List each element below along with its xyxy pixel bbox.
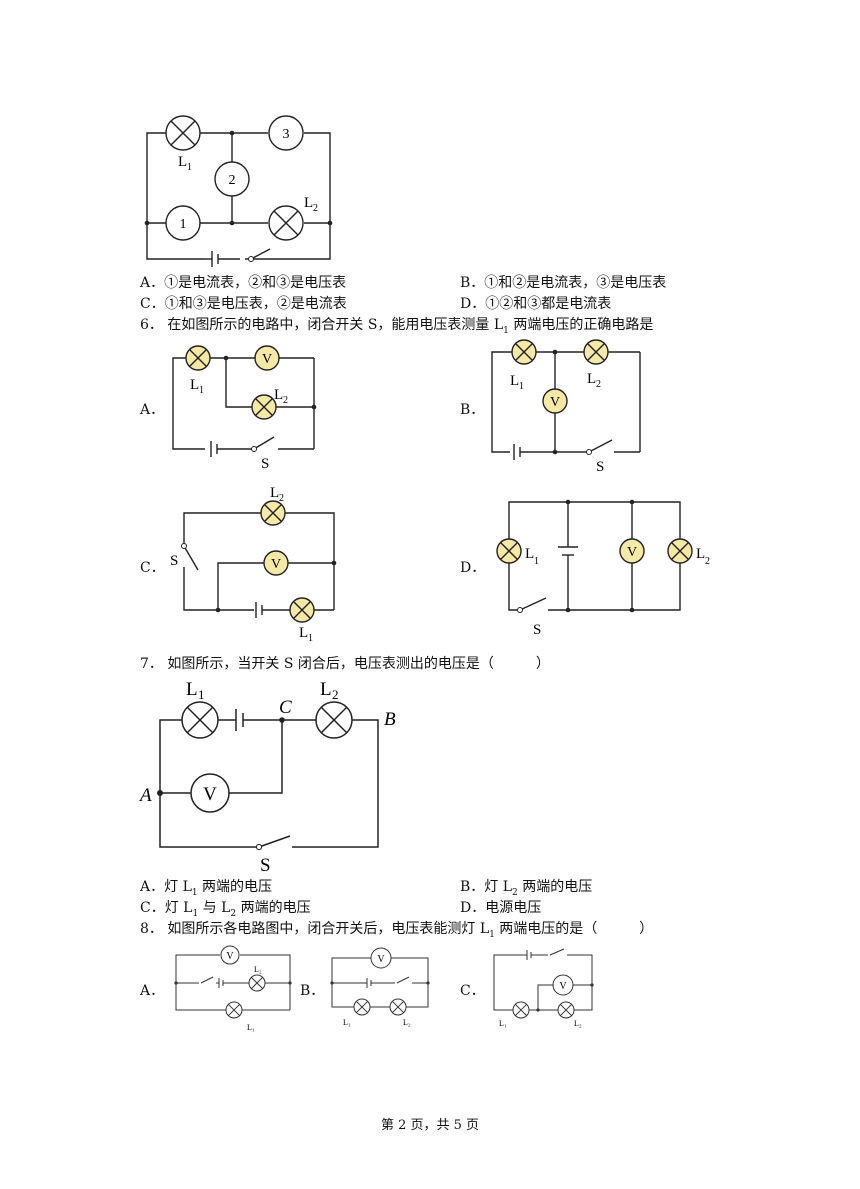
- svg-text:A: A: [138, 785, 152, 806]
- q8b-lamp-l2-icon: [389, 998, 407, 1016]
- svg-text:1: 1: [198, 687, 205, 702]
- q6-stem: 6． 在如图所示的电路中，闭合开关 S，能用电压表测量 L1 两端电压的正确电路…: [140, 317, 654, 336]
- svg-text:L: L: [587, 371, 596, 387]
- svg-text:S: S: [261, 456, 269, 472]
- svg-text:L₁: L₁: [247, 1023, 255, 1032]
- svg-text:S: S: [170, 553, 178, 569]
- q8-label-b: B．: [300, 983, 325, 999]
- svg-text:L₁: L₁: [343, 1018, 351, 1027]
- svg-text:V: V: [262, 352, 272, 367]
- q7-voltmeter-icon: [190, 773, 230, 813]
- q5-option-a: A．①是电流表，②和③是电压表: [140, 275, 347, 291]
- svg-text:V: V: [627, 545, 637, 560]
- svg-text:2: 2: [279, 493, 284, 504]
- svg-text:V: V: [203, 784, 217, 805]
- q8a-lamp-l1-icon: [225, 1001, 243, 1019]
- svg-text:2: 2: [283, 395, 288, 406]
- svg-text:L: L: [190, 377, 199, 393]
- q5-meter-2-label: 2: [229, 173, 236, 188]
- svg-text:L₂: L₂: [403, 1018, 411, 1027]
- q7-lamp-l2-icon: [315, 701, 353, 739]
- q5-lamp-l2-icon: [268, 205, 304, 241]
- svg-text:2: 2: [332, 687, 339, 702]
- svg-text:1: 1: [534, 556, 539, 567]
- svg-text:L₁: L₁: [499, 1019, 507, 1028]
- q7-option-c: C．灯 L1 与 L2 两端的电压: [140, 900, 311, 919]
- q8b-lamp-l1-icon: [353, 998, 371, 1016]
- svg-text:2: 2: [313, 203, 318, 214]
- q5-option-d: D．①②和③都是电流表: [460, 296, 612, 312]
- svg-text:L: L: [274, 387, 283, 403]
- q8b-voltmeter-icon: [370, 947, 392, 969]
- q5-meter-2: [214, 161, 250, 197]
- svg-text:2: 2: [705, 556, 710, 567]
- q5-lamp-l1-icon: [165, 115, 201, 151]
- svg-text:L₂: L₂: [254, 965, 262, 974]
- q5-option-c: C．①和③是电压表，②是电流表: [140, 296, 347, 312]
- svg-text:S: S: [260, 855, 271, 876]
- svg-text:L: L: [299, 625, 308, 641]
- svg-text:1: 1: [308, 633, 313, 644]
- q5-meter-1: [165, 205, 201, 241]
- svg-text:L: L: [320, 679, 332, 700]
- svg-text:B: B: [384, 709, 396, 730]
- svg-text:C: C: [279, 697, 292, 718]
- svg-text:L₂: L₂: [574, 1019, 582, 1028]
- q7-option-d: D．电源电压: [460, 900, 542, 916]
- q6-label-a: A．: [140, 402, 165, 418]
- svg-text:L: L: [510, 373, 519, 389]
- svg-text:V: V: [226, 951, 234, 962]
- svg-text:L: L: [186, 679, 198, 700]
- q8-label-c: C．: [460, 983, 485, 999]
- q8a-lamp-l2-icon: [248, 974, 266, 992]
- q7-option-a: A．灯 L1 两端的电压: [140, 879, 273, 898]
- q6-label-c: C．: [140, 560, 165, 576]
- q5-meter-3: [268, 115, 304, 151]
- svg-text:1: 1: [519, 381, 524, 392]
- q8c-voltmeter-icon: [552, 974, 574, 996]
- svg-text:V: V: [377, 954, 385, 965]
- svg-text:L: L: [270, 485, 279, 501]
- svg-text:L: L: [696, 546, 705, 562]
- q5-option-b: B．①和②是电流表，③是电压表: [460, 275, 667, 291]
- q8-label-a: A．: [140, 983, 165, 999]
- q7-lamp-l1-icon: [181, 701, 219, 739]
- svg-text:1: 1: [199, 385, 204, 396]
- q7-option-b: B．灯 L2 两端的电压: [460, 879, 593, 898]
- q6-label-d: D．: [460, 560, 486, 576]
- q5-l2-label: L: [304, 195, 313, 211]
- svg-text:V: V: [271, 557, 281, 572]
- q7-stem: 7． 如图所示，当开关 S 闭合后，电压表测出的电压是（ ）: [140, 656, 550, 672]
- svg-text:L: L: [525, 546, 534, 562]
- page-footer: 第 2 页，共 5 页: [380, 1118, 480, 1133]
- svg-text:V: V: [559, 981, 567, 992]
- q5-l1-label: L: [178, 154, 187, 170]
- q8c-lamp-l1-icon: [512, 1001, 530, 1019]
- q5-meter-1-label: 1: [180, 217, 187, 232]
- svg-text:S: S: [533, 622, 541, 638]
- q8-stem: 8． 如图所示各电路图中，闭合开关后，电压表能测灯 L1 两端电压的是（ ）: [140, 921, 654, 940]
- q8c-lamp-l2-icon: [557, 1001, 575, 1019]
- svg-text:V: V: [550, 395, 560, 410]
- svg-text:2: 2: [596, 379, 601, 390]
- q6-label-b: B．: [460, 402, 485, 418]
- q5-meter-3-label: 3: [283, 127, 290, 142]
- svg-text:1: 1: [187, 162, 192, 173]
- svg-text:S: S: [596, 459, 604, 475]
- q8a-voltmeter-icon: [220, 945, 240, 965]
